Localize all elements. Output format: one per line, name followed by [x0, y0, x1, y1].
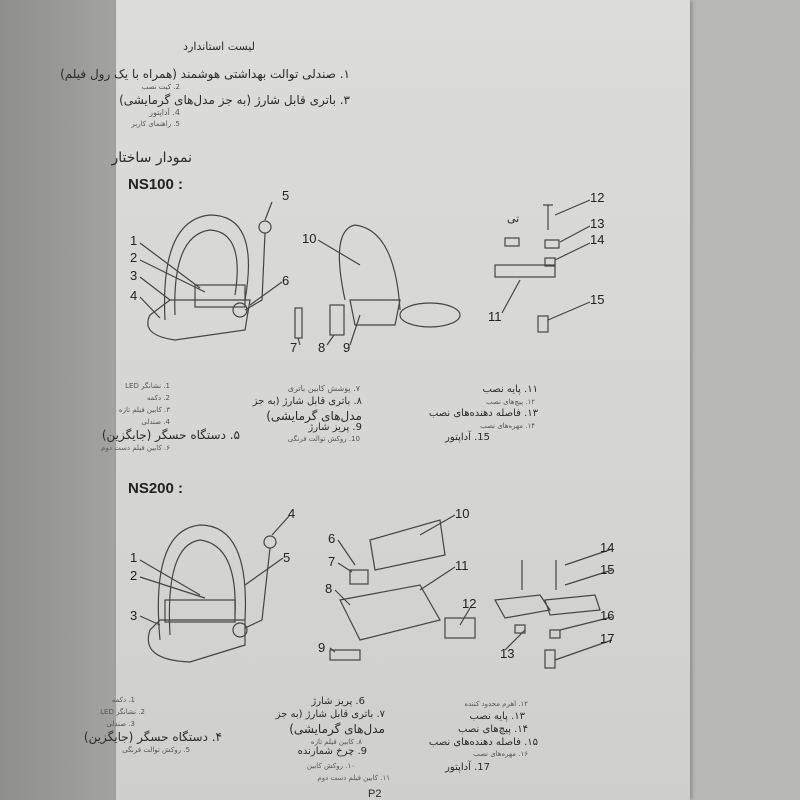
callout: 7 [290, 340, 297, 355]
legend-item: ۸. کابین فیلم تازه [310, 738, 362, 746]
legend-item: ۱۱. پایه نصب [482, 384, 538, 395]
callout: 8 [318, 340, 325, 355]
list-item: ۳. باتری قابل شارژ (به جز مدل‌های گرمایش… [119, 93, 350, 107]
ns100-label: NS100 : [128, 176, 184, 193]
legend-item: 1. نشانگر LED [125, 382, 170, 390]
legend-item: 17. آداپتور [445, 762, 490, 773]
callout: 12 [462, 596, 476, 611]
callout: 10 [455, 506, 469, 521]
ns200-device-drawing [369, 519, 446, 571]
legend-item: 10. روکش توالت فرنگی [287, 435, 360, 443]
legend-item: ۸. باتری قابل شارژ (به جز [252, 396, 362, 407]
callout: 2 [130, 250, 137, 265]
legend-item: ۳. کابین فیلم تازه [118, 406, 170, 414]
legend-item: ۷. باتری قابل شارژ (به جز [275, 709, 385, 720]
callout: 14 [590, 232, 604, 247]
ns100-seat-drawing [163, 214, 250, 321]
callout: 15 [600, 562, 614, 577]
ns200-mount-drawing [494, 594, 601, 619]
callout: 8 [325, 581, 332, 596]
callout: 1 [130, 550, 137, 565]
callout: 4 [130, 288, 137, 303]
callout: 11 [455, 558, 469, 573]
ns100-mount-drawing [494, 264, 556, 278]
callout: 3 [130, 268, 137, 283]
legend-item: ۱۶. مهره‌های نصب [473, 750, 528, 758]
legend-item: 9. چرخ شمارنده [297, 746, 367, 757]
list-item: ۱. صندلی توالت بهداشتی هوشمند (همراه با … [60, 67, 350, 81]
tee-label: تی [507, 212, 519, 225]
legend-item: ۱۴. پیچ‌های نصب [458, 724, 528, 735]
callout: 13 [500, 646, 514, 661]
list-item: 2. کیت نصب [141, 83, 180, 91]
legend-item: ۷. پوشش کابین باتری [287, 384, 360, 393]
legend-item: 1. دکمه [111, 696, 135, 704]
callout: 6 [282, 273, 289, 288]
legend-item: ۴. دستگاه حسگر (جایگزین) [83, 730, 222, 744]
ns200-label: NS200 : [128, 480, 184, 497]
legend-item: ۱۰. روکش کابین [306, 762, 355, 770]
callout: 16 [600, 608, 614, 623]
callout: 4 [288, 506, 295, 521]
background-left [0, 0, 118, 800]
callout: 9 [318, 640, 325, 655]
legend-item: ۱۱. کابین فیلم دست دوم [317, 774, 390, 782]
legend-item: ۶. کابین فیلم دست دوم [101, 444, 170, 452]
list-item: 5. راهنمای کاربر [131, 120, 180, 128]
legend-item: مدل‌های گرمایشی) [266, 409, 362, 423]
callout: 9 [343, 340, 350, 355]
legend-item: 5. روکش توالت فرنگی [122, 746, 190, 754]
callout: 5 [282, 188, 289, 203]
legend-item: 2. دکمه [146, 394, 170, 402]
ns200-seat-drawing [157, 524, 247, 641]
header-title: لیست استاندارد [183, 40, 255, 53]
list-item: 4. آداپتور [149, 108, 180, 117]
callout: 14 [600, 540, 614, 555]
callout: 1 [130, 233, 137, 248]
legend-item: ۱۴. مهره‌های نصب [480, 422, 535, 430]
callout: 15 [590, 292, 604, 307]
ns200-callouts: 1 2 3 4 5 6 7 8 9 10 11 12 13 14 15 16 1… [130, 506, 614, 661]
legend-item: ۵. دستگاه حسگر (جایگزین) [101, 428, 240, 442]
legend-item: ۱۲. پیچ‌های نصب [486, 398, 535, 406]
legend-item: ۱۳. فاصله دهنده‌های نصب [428, 408, 538, 419]
structure-title: نمودار ساختار [111, 150, 192, 166]
legend-item: 9. پریز شارژ [308, 422, 362, 433]
callout: 12 [590, 190, 604, 205]
legend-item: 6. پریز شارژ [311, 696, 365, 707]
ns100-cover-drawing [338, 224, 401, 311]
callout: 11 [488, 309, 502, 324]
legend-item: ۱۵. فاصله دهنده‌های نصب [428, 737, 538, 748]
legend-item: 2. نشانگر LED [100, 708, 145, 716]
document-page [116, 0, 690, 800]
callout: 10 [302, 231, 316, 246]
ns100-callouts: 1 2 3 4 5 6 7 8 9 10 11 12 13 14 15 تی [130, 188, 604, 355]
legend-item: ۱۳. پایه نصب [469, 711, 525, 722]
callout: 6 [328, 531, 335, 546]
legend-item: ۱۲. اهرم محدود کننده [464, 700, 528, 708]
legend-item: 15. آداپتور [445, 432, 490, 443]
callout: 17 [600, 631, 614, 646]
background-right [688, 0, 800, 800]
callout: 7 [328, 554, 335, 569]
legend-item: مدل‌های گرمایشی) [289, 722, 385, 736]
callout: 13 [590, 216, 604, 231]
callout: 5 [283, 550, 290, 565]
callout: 2 [130, 568, 137, 583]
legend-item: 3. صندلی [106, 720, 135, 728]
callout: 3 [130, 608, 137, 623]
page-number: P2 [368, 788, 382, 800]
legend-item: 4. صندلی [141, 418, 170, 426]
